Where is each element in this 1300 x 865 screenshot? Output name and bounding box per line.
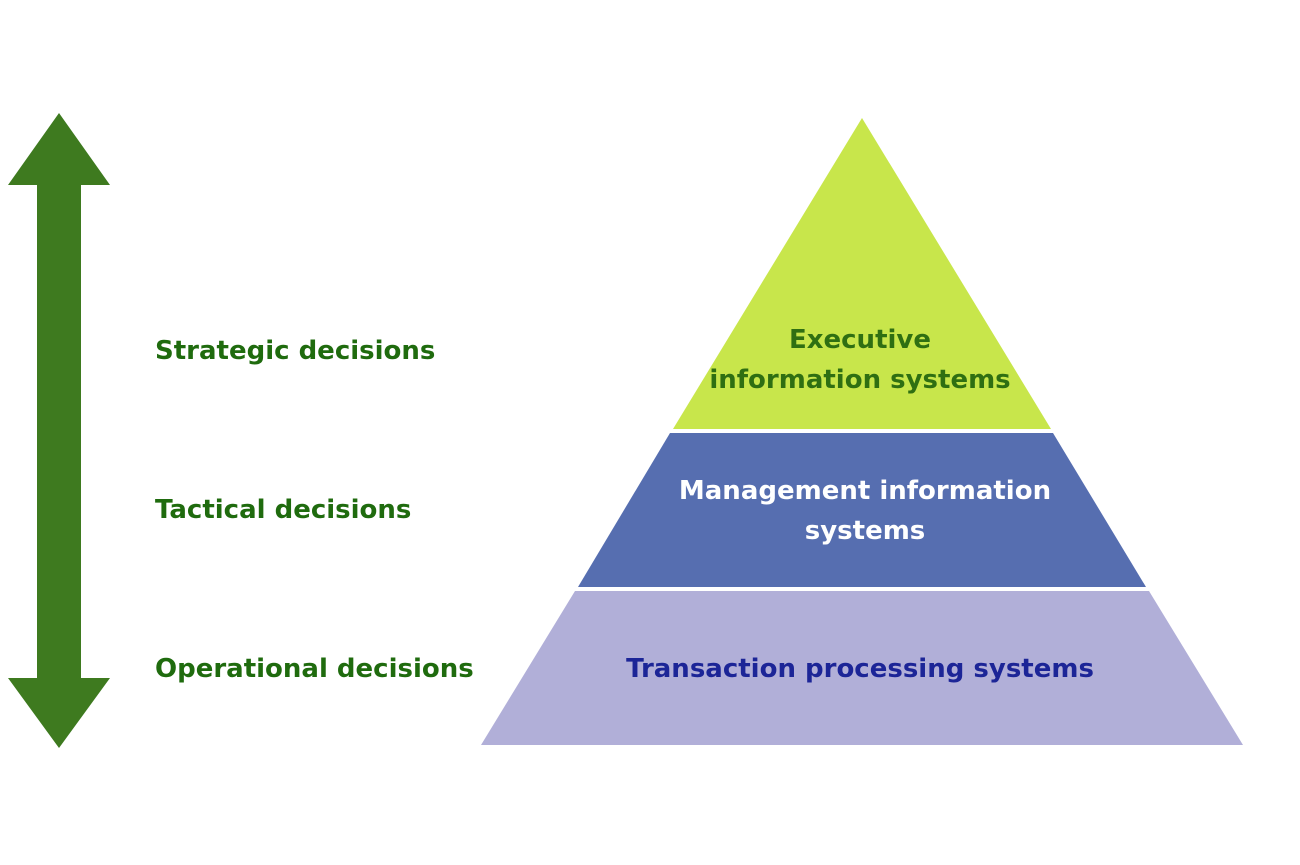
management-tier-label: Management information systems [620,471,1110,551]
double-headed-vertical-arrow-icon [8,113,110,748]
strategic-decisions-label: Strategic decisions [155,336,436,366]
operational-decisions-label: Operational decisions [155,654,474,684]
pyramid-tier-executive [673,118,1051,429]
pyramid-tier-management [578,433,1146,587]
tactical-decisions-label: Tactical decisions [155,495,412,525]
transaction-tier-label: Transaction processing systems [560,649,1160,689]
pyramid-tier-transaction [481,591,1243,745]
executive-tier-line1: Executive [788,325,931,355]
transaction-tier-line1: Transaction processing systems [626,654,1094,684]
management-tier-line2: systems [804,516,926,546]
executive-tier-label: Executive information systems [660,320,1060,400]
executive-tier-line2: information systems [709,365,1011,395]
management-tier-line1: Management information [678,476,1052,506]
